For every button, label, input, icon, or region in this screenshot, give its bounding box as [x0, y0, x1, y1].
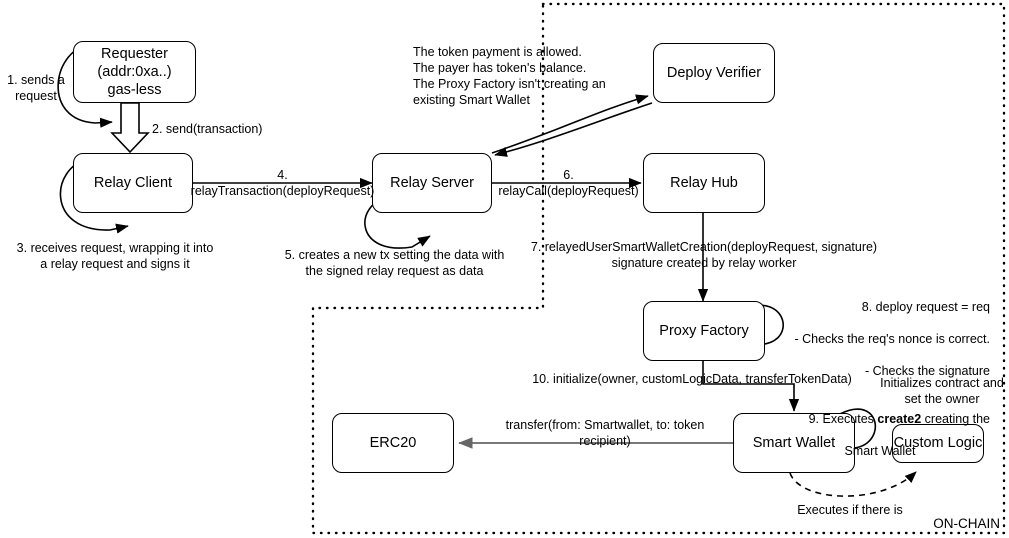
label-deploy-verifier-note: The token payment is allowed. The payer … [413, 45, 606, 107]
arrow-step2-block [110, 102, 150, 154]
label-step4: 4. relayTransaction(deployRequest) [190, 168, 375, 198]
node-relay-hub-label: Relay Hub [670, 174, 738, 191]
node-erc20-label: ERC20 [369, 434, 417, 451]
node-deploy-verifier[interactable]: Deploy Verifier [653, 43, 775, 103]
node-relay-hub[interactable]: Relay Hub [643, 153, 765, 213]
node-relay-server[interactable]: Relay Server [372, 153, 492, 213]
label-step8-line1: 8. deploy request = req [861, 300, 990, 314]
label-step2: 2. send(transaction) [152, 122, 263, 136]
arrow-executes-if-there-is [789, 471, 917, 497]
label-step7: 7. relayedUserSmartWalletCreation(deploy… [530, 240, 878, 270]
node-relay-client-label: Relay Client [93, 174, 173, 191]
label-transfer: transfer(from: Smartwallet, to: token re… [505, 418, 705, 448]
node-proxy-factory[interactable]: Proxy Factory [643, 301, 765, 361]
node-relay-server-label: Relay Server [390, 174, 474, 191]
label-step1: 1. sends a request [7, 73, 65, 103]
label-step9-line2: Smart Wallet [844, 444, 916, 458]
label-step9-prefix: 9. Executes [808, 412, 878, 426]
node-deploy-verifier-label: Deploy Verifier [666, 64, 762, 81]
node-erc20[interactable]: ERC20 [332, 413, 454, 473]
node-requester-label: Requester (addr:0xa..) gas-less [97, 45, 172, 99]
label-step9-suffix: creating the [921, 412, 990, 426]
node-requester[interactable]: Requester (addr:0xa..) gas-less [73, 41, 196, 103]
label-step5: 5. creates a new tx setting the data wit… [284, 248, 505, 278]
arrow-deploy-verifier-response [494, 102, 653, 157]
label-step6: 6. relayCall(deployRequest) [498, 168, 639, 198]
node-relay-client[interactable]: Relay Client [73, 153, 193, 213]
node-proxy-factory-label: Proxy Factory [659, 322, 749, 339]
label-step10: 10. initialize(owner, customLogicData, t… [532, 372, 852, 386]
label-onchain: ON-CHAIN [933, 516, 1000, 531]
label-custom-logic-note: Initializes contract and set the owner [880, 376, 1004, 406]
label-step9-create2: create2 [877, 412, 922, 426]
label-step8-line2: - Checks the req's nonce is correct. [794, 332, 990, 346]
label-step3: 3. receives request, wrapping it into a … [16, 241, 214, 271]
